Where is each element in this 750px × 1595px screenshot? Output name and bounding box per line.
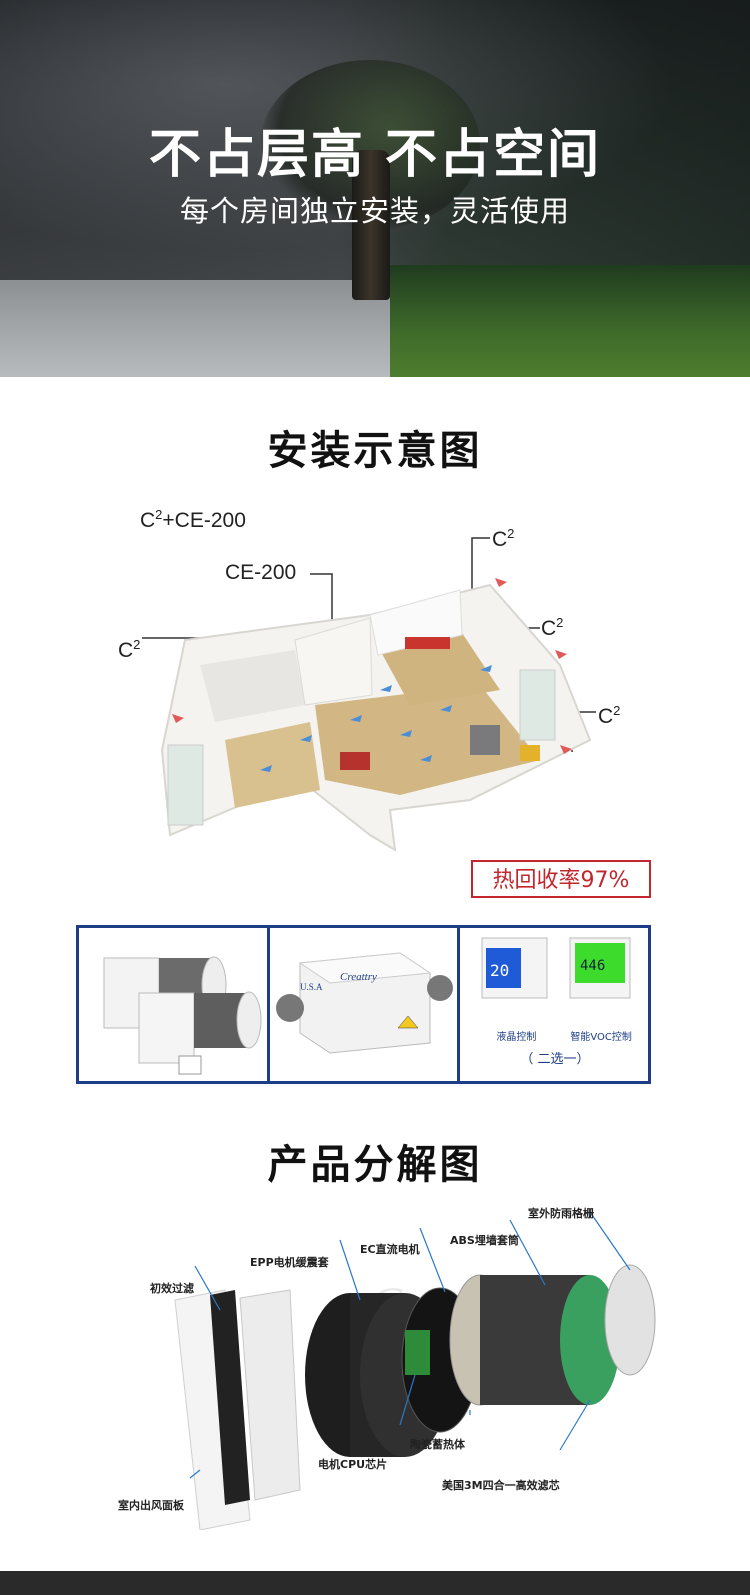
product-lineup-panel: Creattry U.S.A 20 446 液晶控制 智能VOC控制 （ 二选一…: [76, 925, 651, 1084]
install-section-title: 安装示意图: [267, 428, 483, 474]
label-outdoor-grille: 室外防雨格栅: [528, 1207, 594, 1220]
floor-kitchen: [200, 650, 305, 722]
panel-ce200-unit: Creattry U.S.A: [270, 928, 461, 1081]
mounting-frame-part: [239, 1289, 301, 1501]
label-cpu: 电机CPU芯片: [318, 1458, 388, 1471]
floor-living: [315, 685, 540, 795]
filter-3m-part: [560, 1275, 620, 1405]
c2-label-right: C2: [541, 615, 564, 640]
heat-recovery-badge: 热回收率97%: [471, 860, 651, 898]
voc-control-label: 智能VOC控制: [570, 1032, 632, 1043]
label-ec-motor: EC直流电机: [360, 1243, 420, 1256]
ce200-label: CE-200: [225, 561, 297, 584]
outdoor-grille-part: [604, 1264, 656, 1376]
c2-label-far-right: C2: [598, 703, 621, 728]
hero-title: 不占层高 不占空间: [148, 125, 602, 185]
leader-c2-top: [471, 537, 490, 600]
wall-utility: [294, 617, 373, 706]
bed: [405, 637, 450, 649]
primary-filter-part: [210, 1290, 250, 1505]
label-filter-3m: 美国3M四合一高效滤芯: [442, 1479, 560, 1492]
c2-label-left: C2: [118, 637, 141, 662]
tree-trunk: [352, 150, 390, 300]
hero-subtitle: 每个房间独立安装，灵活使用: [179, 194, 570, 228]
armchair: [520, 745, 540, 761]
ce200-brand-prefix: U.S.A: [300, 982, 323, 992]
exploded-section-title: 产品分解图: [267, 1142, 483, 1188]
hero-grass-field: [390, 265, 750, 377]
exhaust-arrows: [172, 578, 572, 754]
part-leader-lines: [189, 1211, 631, 1479]
label-epp-housing: EPP电机缓震套: [250, 1256, 329, 1269]
hero-snow-field: [0, 280, 390, 377]
floor-bathroom: [225, 722, 320, 808]
lcd-control-label: 液晶控制: [496, 1032, 537, 1043]
exploded-view-image: Creattry: [174, 1211, 656, 1530]
ce200-brand-text: Creattry: [340, 971, 377, 983]
controller-images: 20 446: [481, 937, 631, 999]
combo-model-label: C2+CE-200: [140, 507, 246, 532]
label-abs-tube: ABS埋墙套筒: [450, 1234, 519, 1247]
label-indoor-panel: 室内出风面板: [118, 1499, 184, 1512]
voc-display-value: 446: [580, 958, 605, 974]
living-window: [519, 669, 556, 741]
c2-wall-units-image: [103, 956, 262, 1075]
hero-banner: 不占层高 不占空间 每个房间独立安装，灵活使用: [0, 0, 750, 377]
footer-bar: [0, 1571, 750, 1595]
panel-controllers: 20 446 液晶控制 智能VOC控制 （ 二选一）: [460, 928, 648, 1081]
label-ceramic: 陶瓷蓄热体: [410, 1438, 465, 1451]
apartment-floorplan: [142, 537, 596, 852]
choose-one-note: （ 二选一）: [520, 1052, 590, 1067]
coffee-table: [470, 725, 500, 755]
c2-label-top: C2: [492, 526, 515, 551]
dining-set: [340, 752, 370, 770]
label-primary-filter: 初效过滤: [150, 1282, 194, 1295]
airflow-arrows: [260, 665, 492, 772]
cpu-chip-part: [405, 1330, 430, 1375]
panel-c2-units: [79, 928, 270, 1081]
balcony-window: [167, 744, 204, 826]
ce200-unit-image: Creattry U.S.A: [275, 952, 453, 1054]
lcd-display-value: 20: [490, 961, 509, 980]
